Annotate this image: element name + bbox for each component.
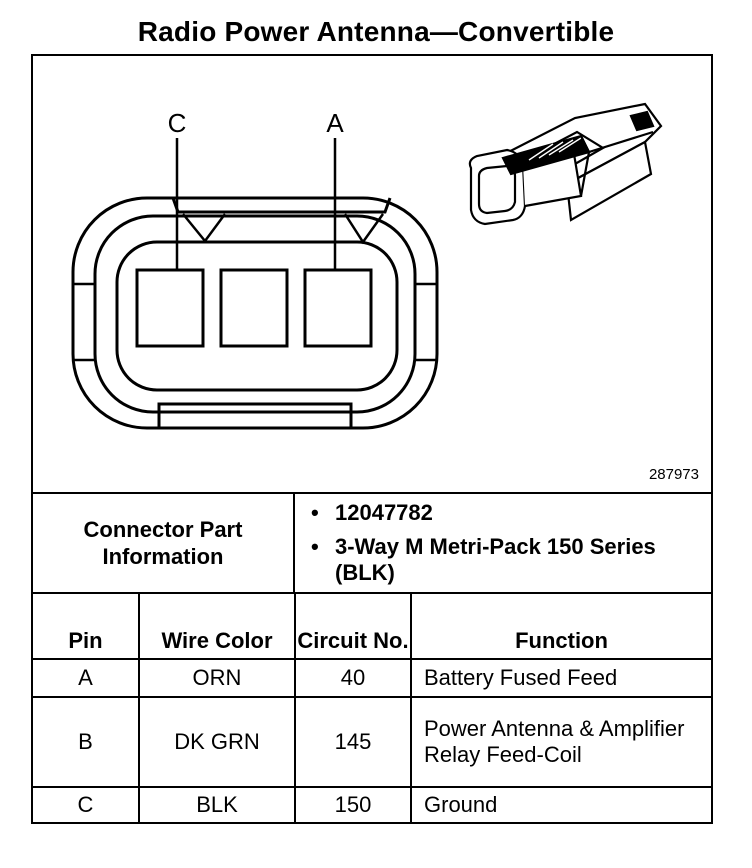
wire-color-cell: DK GRN — [138, 696, 296, 788]
pin-label-c: C — [168, 108, 187, 138]
connector-info-label: Connector Part Information — [33, 494, 295, 592]
connector-bottom-key — [157, 402, 353, 428]
connector-isometric-sketch — [468, 102, 663, 226]
wire-color-cell: BLK — [138, 786, 296, 822]
circuit-cell: 145 — [294, 696, 412, 788]
function-cell: Ground — [410, 786, 711, 822]
header-pin: Pin — [33, 594, 140, 660]
table-row: B DK GRN 145 Power Antenna & Amplifier R… — [33, 696, 711, 788]
wire-color-cell: ORN — [138, 658, 296, 698]
terminal-cavity-a — [303, 268, 373, 348]
pin-cell: B — [33, 696, 140, 788]
connector-description: 3-Way M Metri-Pack 150 Series (BLK) — [311, 534, 711, 586]
connector-middle-shell — [93, 214, 417, 414]
connector-sheet: C A 287973 Connector Part — [31, 54, 713, 824]
table-row: A ORN 40 Battery Fused Feed — [33, 658, 711, 698]
header-wire-color: Wire Color — [138, 594, 296, 660]
figure-number: 287973 — [648, 466, 699, 483]
connector-inner-cavity — [115, 240, 399, 392]
header-circuit-no: Circuit No. — [294, 594, 412, 660]
connector-part-number: 12047782 — [311, 500, 711, 526]
header-function: Function — [410, 594, 711, 660]
pin-cell: A — [33, 658, 140, 698]
circuit-cell: 40 — [294, 658, 412, 698]
function-cell: Battery Fused Feed — [410, 658, 711, 698]
page-title: Radio Power Antenna—Convertible — [137, 16, 615, 47]
connector-diagram: C A 287973 — [33, 56, 711, 492]
function-cell: Power Antenna & Amplifier Relay Feed-Coi… — [410, 696, 711, 788]
terminal-cavity-c — [135, 268, 205, 348]
connector-outer-shell — [71, 196, 439, 430]
pin-table: Pin Wire Color Circuit No. Function A OR… — [33, 594, 711, 822]
terminal-cavity-b — [219, 268, 289, 348]
connector-part-information: Connector Part Information 12047782 3-Wa… — [33, 492, 711, 594]
pin-cell: C — [33, 786, 140, 822]
circuit-cell: 150 — [294, 786, 412, 822]
connector-latch — [171, 197, 392, 214]
connector-info-list: 12047782 3-Way M Metri-Pack 150 Series (… — [295, 494, 711, 592]
table-row: C BLK 150 Ground — [33, 786, 711, 822]
pin-label-a: A — [326, 108, 344, 138]
connector-face-drawing: C A — [71, 102, 663, 430]
